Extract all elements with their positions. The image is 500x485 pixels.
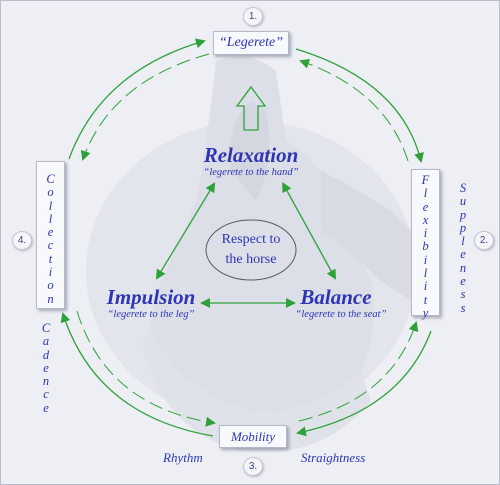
suppleness-label: S u p p l e n e s s [459, 181, 467, 315]
respect-line-2: the horse [225, 252, 277, 267]
arc-right-to-bottom [296, 330, 432, 437]
cadence-label: C a d e n c e [41, 321, 51, 415]
impulsion-subtitle: “legerete to the leg” [107, 309, 195, 320]
hollow-up-arrow [235, 85, 267, 131]
number-badge-4: 4. [12, 231, 32, 250]
straightness-label: Straightness [301, 450, 366, 465]
arrow-relaxation-impulsion [155, 182, 216, 280]
relaxation-title: Relaxation [203, 143, 299, 167]
arc-top-to-right [295, 48, 424, 163]
balance-subtitle: “legerete to the seat” [295, 309, 387, 320]
dashed-arc-bottom-to-right [298, 321, 419, 422]
mobility-box: Mobility [219, 425, 287, 448]
arc-bottom-to-left [60, 312, 214, 437]
rhythm-label: Rhythm [163, 450, 203, 465]
collection-box: C o l l e c t i o n [36, 161, 65, 309]
dashed-arc-left-to-bottom [76, 310, 216, 427]
number-badge-1: 1. [243, 7, 263, 26]
arrow-relaxation-balance [282, 181, 336, 280]
dashed-arc-right-to-top [299, 58, 409, 162]
flexibility-box: F l e x i b i l i t y [411, 169, 440, 320]
legerete-box: “Legerete” [213, 31, 289, 55]
arc-left-to-top [68, 38, 206, 160]
collection-label: C o l l e c t i o n [46, 172, 55, 306]
impulsion-title: Impulsion [106, 285, 196, 309]
number-badge-3: 3. [243, 457, 263, 476]
number-badge-2: 2. [474, 231, 494, 250]
balance-title: Balance [300, 285, 372, 309]
flexibility-label: F l e x i b i l i t y [421, 173, 430, 320]
relaxation-subtitle: “legerete to the hand” [203, 167, 299, 178]
respect-text: Respect to the horse [201, 230, 301, 270]
center-ellipse [205, 219, 297, 281]
dashed-arc-top-to-left [81, 53, 210, 161]
respect-line-1: Respect to [221, 232, 281, 247]
